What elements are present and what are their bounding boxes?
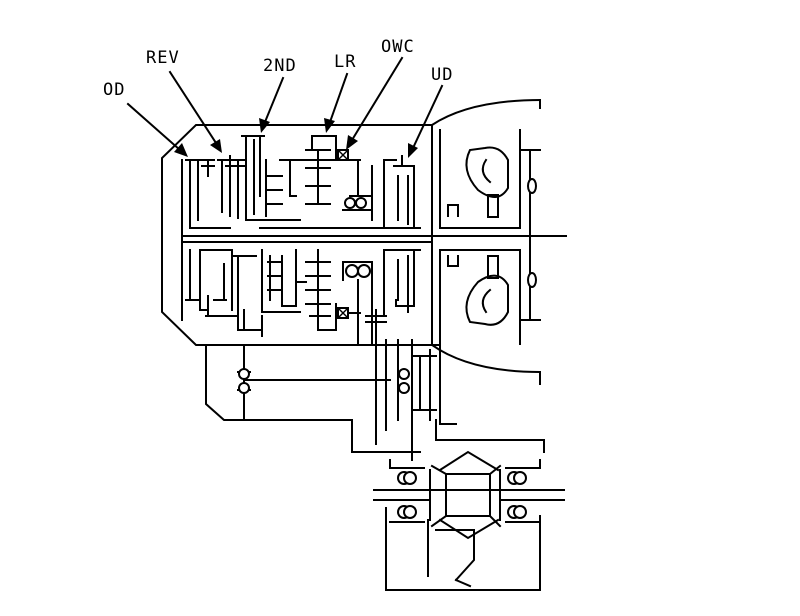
transfer-housing bbox=[205, 309, 545, 461]
clutch-ud bbox=[383, 155, 415, 229]
label-lr: LR bbox=[334, 52, 356, 72]
clutch-od-lower bbox=[185, 249, 233, 315]
arrow-ud bbox=[408, 84, 444, 158]
case-outline bbox=[161, 124, 567, 346]
label-2nd: 2ND bbox=[263, 56, 297, 76]
label-ud: UD bbox=[431, 65, 453, 85]
callout-labels: OD REV 2ND LR OWC UD bbox=[103, 37, 453, 100]
torque-converter bbox=[430, 98, 542, 385]
arrow-owc bbox=[346, 56, 404, 150]
brake-lr-lower bbox=[295, 249, 337, 331]
leader-arrows bbox=[126, 56, 444, 158]
clutch-rev bbox=[217, 155, 247, 219]
arrow-od bbox=[126, 102, 188, 157]
arrow-rev bbox=[168, 70, 222, 153]
brake-2nd bbox=[241, 135, 283, 221]
lower-clutches bbox=[185, 249, 421, 346]
brake-2nd-lower bbox=[261, 249, 301, 313]
clutch-ud-lower bbox=[383, 249, 421, 317]
one-way-clutch bbox=[337, 149, 373, 221]
upper-clutches bbox=[185, 135, 421, 229]
clutch-rev-lower bbox=[223, 249, 263, 337]
brake-lr bbox=[279, 135, 337, 205]
label-rev: REV bbox=[146, 48, 180, 68]
differential bbox=[373, 450, 565, 591]
one-way-clutch-lower bbox=[337, 261, 373, 346]
clutch-od bbox=[185, 159, 231, 229]
label-od: OD bbox=[103, 80, 125, 100]
label-owc: OWC bbox=[381, 37, 415, 57]
